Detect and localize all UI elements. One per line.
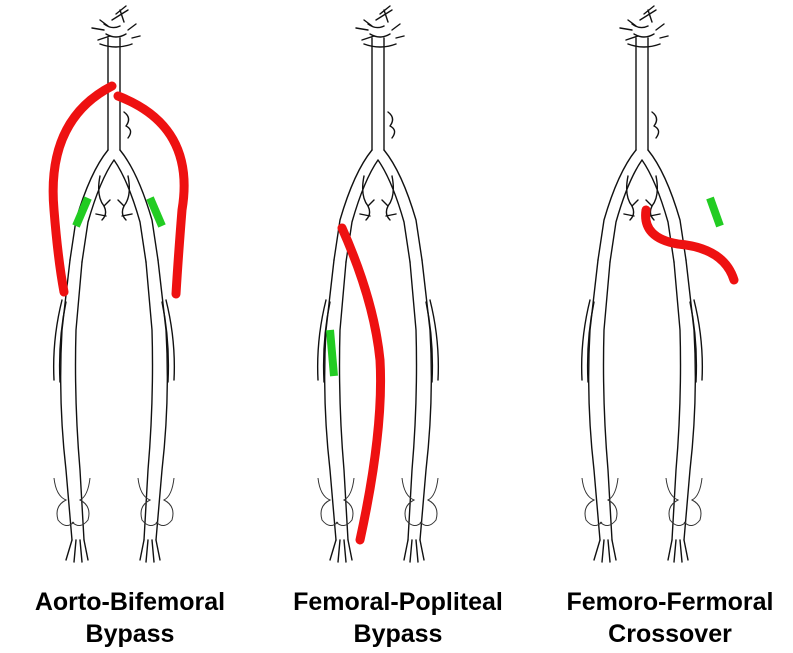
femoral-popliteal-diagram [264, 0, 528, 590]
stenosis-left [76, 198, 88, 226]
caption-line1: Femoro-Fermoral [538, 586, 793, 618]
aorto-bifemoral-diagram [0, 0, 264, 590]
stenosis-right-iliac [710, 198, 720, 226]
caption-line2: Bypass [0, 618, 262, 650]
graft-femoral-popliteal [342, 228, 381, 540]
caption-femoro-femoral: Femoro-Fermoral Crossover [538, 586, 793, 650]
caption-femoral-popliteal: Femoral-Popliteal Bypass [266, 586, 530, 650]
caption-line1: Aorto-Bifemoral [0, 586, 262, 618]
caption-line1: Femoral-Popliteal [266, 586, 530, 618]
panel-aorto-bifemoral: Aorto-Bifemoral Bypass [0, 0, 264, 653]
caption-aorto-bifemoral: Aorto-Bifemoral Bypass [0, 586, 262, 650]
caption-line2: Crossover [538, 618, 793, 650]
stenosis-femoral [330, 330, 334, 376]
panel-femoro-femoral: Femoro-Fermoral Crossover [528, 0, 792, 653]
femoro-femoral-diagram [528, 0, 792, 590]
panel-femoral-popliteal: Femoral-Popliteal Bypass [264, 0, 528, 653]
graft-right [118, 96, 184, 294]
caption-line2: Bypass [266, 618, 530, 650]
